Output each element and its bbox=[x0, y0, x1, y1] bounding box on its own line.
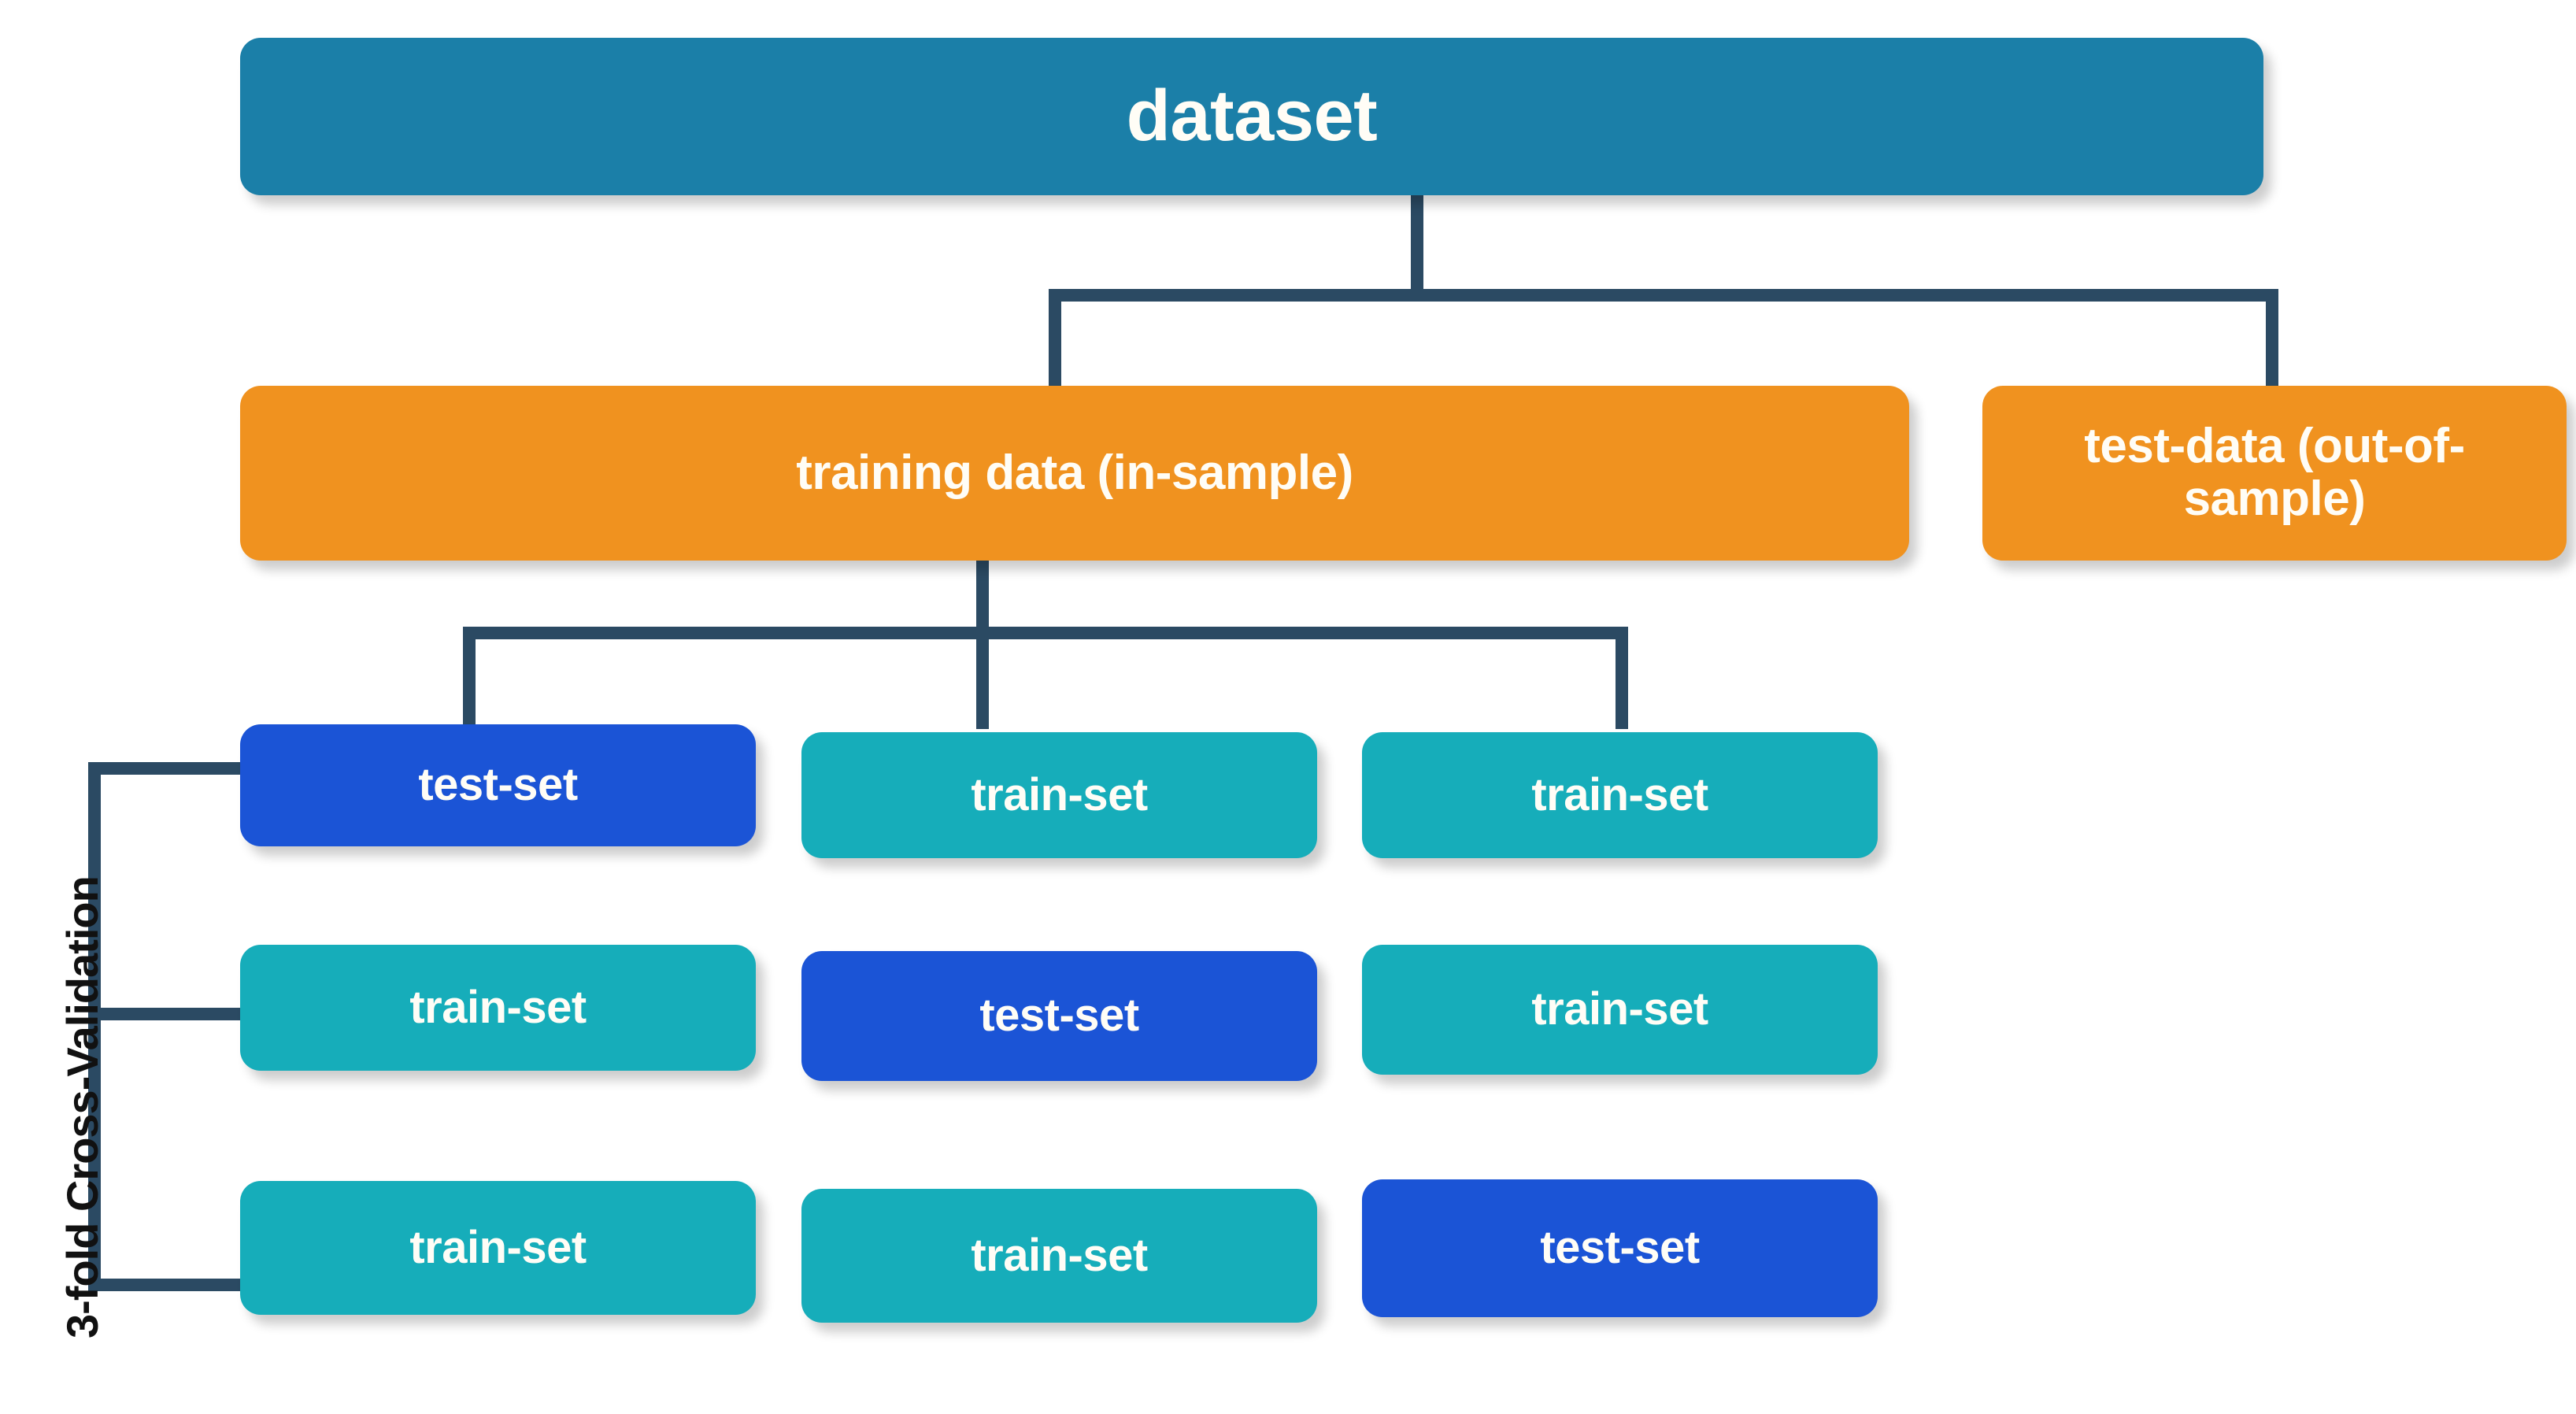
fold-cell-label: test-set bbox=[979, 990, 1139, 1042]
fold-cell-label: train-set bbox=[1531, 983, 1708, 1035]
cv-bracket-arm-fold3 bbox=[88, 1279, 246, 1291]
cross-validation-label: 3-fold Cross-Validation bbox=[57, 876, 107, 1338]
connector-to-test-data bbox=[2266, 289, 2278, 390]
fold-cell-label: test-set bbox=[418, 759, 578, 811]
connector-to-training-data bbox=[1049, 289, 1061, 390]
fold-cell-label: train-set bbox=[1531, 768, 1708, 820]
connector-level1-bus bbox=[1049, 289, 2278, 302]
node-test-data[interactable]: test-data (out-of-sample) bbox=[1982, 386, 2567, 561]
connector-to-fold-col1 bbox=[463, 627, 476, 729]
connector-to-fold-col3 bbox=[1616, 627, 1628, 729]
connector-dataset-stem bbox=[1411, 195, 1423, 302]
fold-cell-test-set[interactable]: test-set bbox=[240, 724, 756, 846]
fold-cell-test-set[interactable]: test-set bbox=[1362, 1179, 1878, 1317]
fold-cell-label: test-set bbox=[1540, 1222, 1700, 1274]
fold-cell-train-set[interactable]: train-set bbox=[801, 1189, 1317, 1323]
fold-cell-train-set[interactable]: train-set bbox=[240, 1181, 756, 1315]
connector-folds-bus bbox=[463, 627, 1628, 639]
cv-bracket-arm-fold2 bbox=[88, 1008, 246, 1020]
fold-cell-label: train-set bbox=[971, 768, 1148, 820]
fold-cell-label: train-set bbox=[409, 1221, 587, 1273]
fold-cell-train-set[interactable]: train-set bbox=[1362, 945, 1878, 1075]
connector-training-stem bbox=[976, 561, 989, 639]
node-test-data-label: test-data (out-of-sample) bbox=[2084, 419, 2465, 526]
fold-cell-train-set[interactable]: train-set bbox=[240, 945, 756, 1071]
connector-to-fold-col2 bbox=[976, 627, 989, 729]
fold-cell-train-set[interactable]: train-set bbox=[801, 732, 1317, 858]
node-dataset[interactable]: dataset bbox=[240, 38, 2263, 195]
fold-cell-test-set[interactable]: test-set bbox=[801, 951, 1317, 1081]
fold-cell-train-set[interactable]: train-set bbox=[1362, 732, 1878, 858]
cv-bracket-spine bbox=[88, 762, 101, 1291]
node-training-data[interactable]: training data (in-sample) bbox=[240, 386, 1909, 561]
node-dataset-label: dataset bbox=[1126, 76, 1378, 157]
cv-bracket-arm-fold1 bbox=[88, 762, 246, 775]
fold-cell-label: train-set bbox=[971, 1229, 1148, 1281]
node-training-data-label: training data (in-sample) bbox=[796, 445, 1353, 500]
fold-cell-label: train-set bbox=[409, 981, 587, 1033]
